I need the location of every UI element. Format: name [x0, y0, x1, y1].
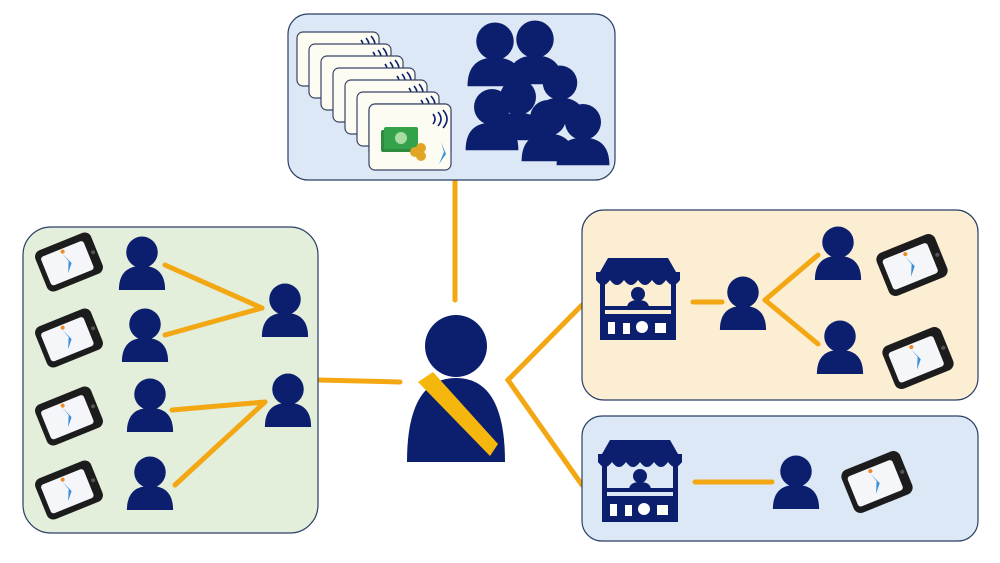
banknote-coins-icon: [368, 103, 452, 171]
link-hub-to-shops: [504, 302, 585, 488]
left-panel-links: [162, 262, 268, 488]
merchant-panel-1: [581, 209, 979, 401]
merchant-panel-2: [581, 415, 979, 542]
person-with-sash-icon: [407, 315, 505, 462]
contactless-card-stack: [296, 31, 452, 171]
link-hub-to-left-panel: [315, 377, 403, 385]
cards-panel: [287, 13, 616, 181]
left-network-panel: [22, 226, 319, 534]
